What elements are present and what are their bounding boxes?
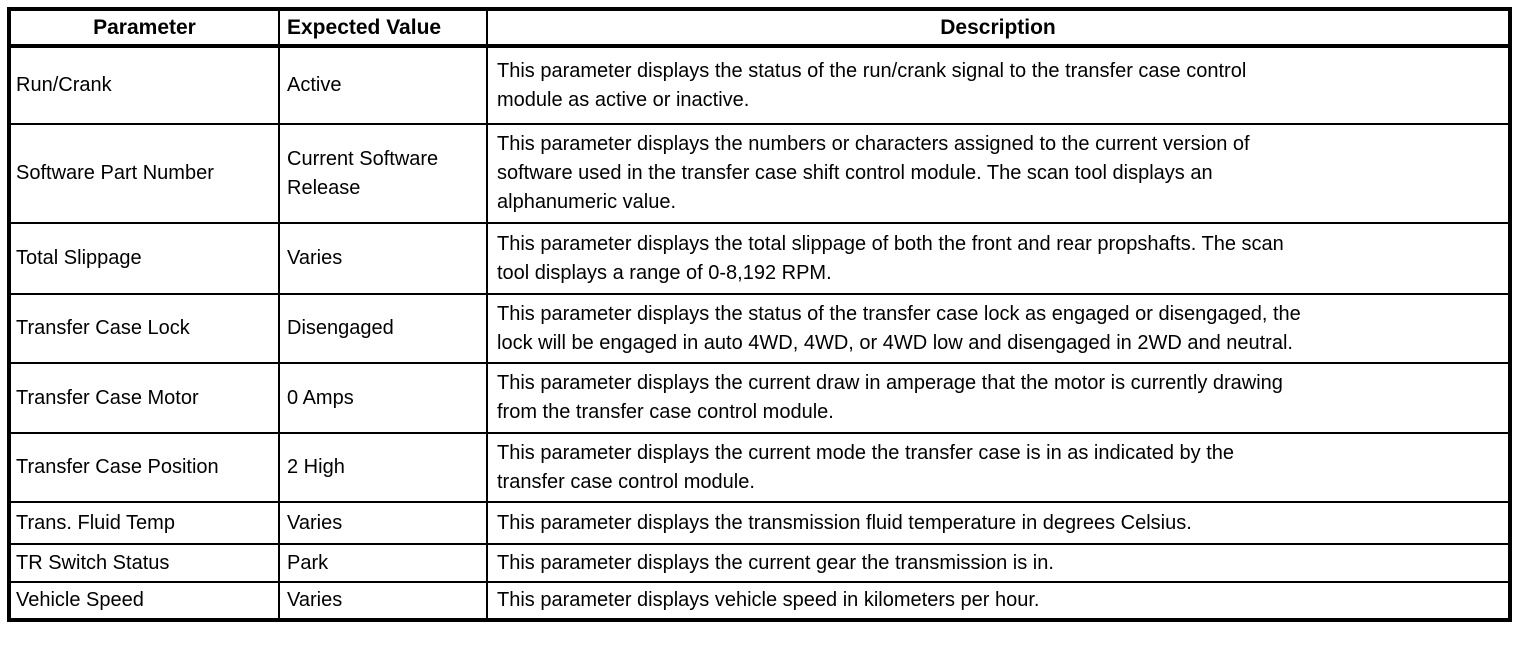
cell-parameter: Transfer Case Position xyxy=(8,432,280,503)
cell-description: This parameter displays the status of th… xyxy=(486,45,1511,125)
cell-expected-value: Varies xyxy=(278,501,488,545)
column-header-expected-value: Expected Value xyxy=(278,8,488,48)
cell-description: This parameter displays the current draw… xyxy=(486,362,1511,434)
table-row: Run/Crank Active This parameter displays… xyxy=(8,45,1511,125)
cell-description: This parameter displays the status of th… xyxy=(486,293,1511,364)
cell-parameter: Transfer Case Motor xyxy=(8,362,280,434)
parameter-table: Parameter Expected Value Description Run… xyxy=(7,7,1512,622)
table-row: Vehicle Speed Varies This parameter disp… xyxy=(8,581,1511,621)
cell-expected-value: Park xyxy=(278,543,488,583)
cell-parameter: Software Part Number xyxy=(8,123,280,224)
table-row: Transfer Case Motor 0 Amps This paramete… xyxy=(8,362,1511,434)
cell-expected-value: Varies xyxy=(278,581,488,621)
table-row: Total Slippage Varies This parameter dis… xyxy=(8,222,1511,295)
table-row: TR Switch Status Park This parameter dis… xyxy=(8,543,1511,583)
cell-expected-value: 0 Amps xyxy=(278,362,488,434)
cell-expected-value: Active xyxy=(278,45,488,125)
cell-description: This parameter displays the current gear… xyxy=(486,543,1511,583)
column-header-parameter: Parameter xyxy=(8,8,280,48)
table-row: Transfer Case Position 2 High This param… xyxy=(8,432,1511,503)
cell-expected-value: Varies xyxy=(278,222,488,295)
header-row: Parameter Expected Value Description xyxy=(8,8,1511,48)
column-header-description: Description xyxy=(486,8,1511,48)
cell-expected-value: Current Software Release xyxy=(278,123,488,224)
cell-description: This parameter displays the numbers or c… xyxy=(486,123,1511,224)
cell-description: This parameter displays vehicle speed in… xyxy=(486,581,1511,621)
cell-parameter: Vehicle Speed xyxy=(8,581,280,621)
cell-parameter: Total Slippage xyxy=(8,222,280,295)
cell-parameter: Trans. Fluid Temp xyxy=(8,501,280,545)
table-row: Trans. Fluid Temp Varies This parameter … xyxy=(8,501,1511,545)
cell-parameter: TR Switch Status xyxy=(8,543,280,583)
cell-expected-value: 2 High xyxy=(278,432,488,503)
table-header: Parameter Expected Value Description xyxy=(8,8,1511,48)
cell-description: This parameter displays the current mode… xyxy=(486,432,1511,503)
table-row: Software Part Number Current Software Re… xyxy=(8,123,1511,224)
cell-description: This parameter displays the transmission… xyxy=(486,501,1511,545)
cell-parameter: Run/Crank xyxy=(8,45,280,125)
table-row: Transfer Case Lock Disengaged This param… xyxy=(8,293,1511,364)
cell-expected-value: Disengaged xyxy=(278,293,488,364)
cell-parameter: Transfer Case Lock xyxy=(8,293,280,364)
cell-description: This parameter displays the total slippa… xyxy=(486,222,1511,295)
